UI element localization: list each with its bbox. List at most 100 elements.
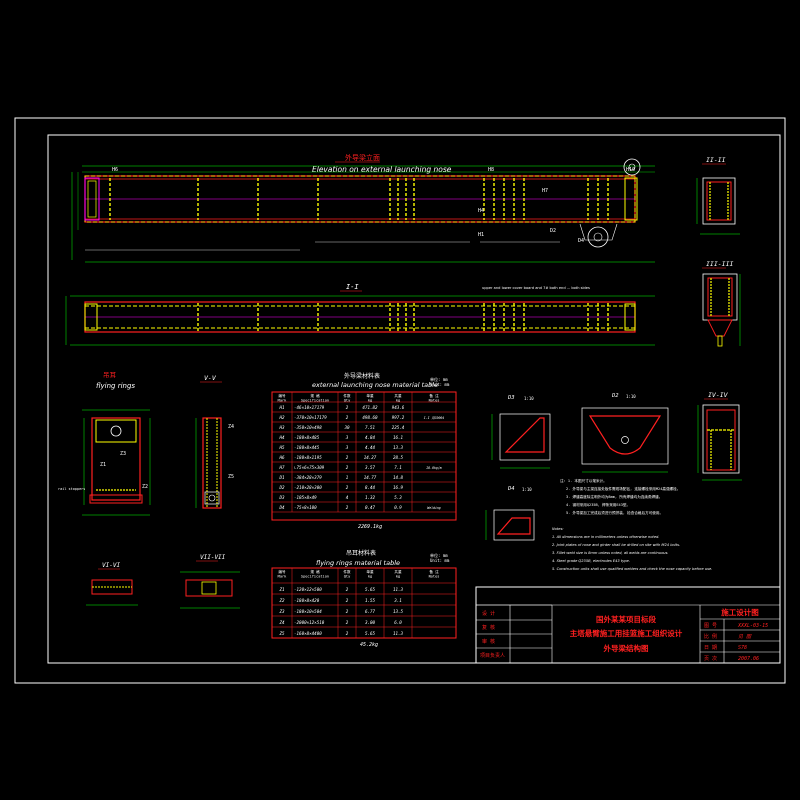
- table2-cell: 2: [346, 620, 349, 625]
- table1-header: Notes: [429, 399, 440, 403]
- elevation-title-en: Elevation on external launching nose: [312, 165, 452, 174]
- table1-header: 规 格: [310, 393, 320, 398]
- table1-cell: 16.1: [393, 435, 403, 440]
- table1-header: 件数: [343, 393, 351, 398]
- svg-text:吊耳: 吊耳: [103, 371, 117, 379]
- table2-header: 备 注: [429, 569, 439, 574]
- table1-header: 单重: [366, 393, 374, 398]
- table2-cell: 2: [346, 631, 349, 636]
- detail-d4: D4 1:10: [485, 486, 535, 541]
- svg-text:Unit: mm: Unit: mm: [430, 558, 450, 563]
- table1-cell: H6: [278, 455, 285, 460]
- svg-text:3. 焊缝高度除注明外均为8mm, 所有焊缝均为连续角焊缝。: 3. 焊缝高度除注明外均为8mm, 所有焊缝均为连续角焊缝。: [566, 494, 662, 499]
- svg-text:比 例: 比 例: [704, 633, 717, 640]
- design-stage: 施工设计图: [721, 607, 759, 617]
- table1-cell: 14.27: [364, 455, 377, 460]
- table1-header: 共重: [394, 393, 402, 398]
- svg-text:III-III: III-III: [706, 260, 733, 268]
- table2-cell: 6.0: [394, 620, 402, 625]
- section-vii: VII-VII: [180, 554, 240, 609]
- title-block: 设 计 复 核 审 核 项目负责人 国外某某项目标段 主塔悬臂施工用挂篮施工组织…: [475, 586, 781, 664]
- table1-cell: H1: [278, 405, 284, 410]
- svg-text:5. Construction units shall us: 5. Construction units shall use qualifie…: [552, 567, 712, 571]
- table1-cell: 225.4: [392, 425, 405, 430]
- table1-cell: 2: [346, 505, 349, 510]
- table1-cell: 0.9: [394, 505, 402, 510]
- table2-cell: Z2: [278, 598, 285, 603]
- table1-cell: 3: [345, 445, 349, 450]
- svg-text:审 核: 审 核: [482, 638, 495, 645]
- notes-block: 注: 1. 本图尺寸以毫米计。 2. 外导梁与主梁连接处板件需现场配钻, 连接螺…: [552, 478, 712, 571]
- table2-cell: -120×12×500: [294, 587, 322, 592]
- svg-text:图 号: 图 号: [704, 623, 717, 629]
- svg-text:Notes:: Notes:: [552, 527, 564, 531]
- table2-cell: Z5: [278, 631, 285, 636]
- table1-cell: 3: [345, 435, 349, 440]
- table1-cell: 498.60: [362, 415, 378, 420]
- material-table-1: 外导梁材料表 external launching nose material …: [271, 372, 457, 530]
- table2-cell: 1.55: [365, 598, 376, 603]
- table2-cell: Z1: [278, 587, 284, 592]
- svg-text:S78: S78: [738, 645, 747, 651]
- table2-cell: -180×10×504: [294, 609, 322, 614]
- svg-text:H6: H6: [112, 167, 118, 173]
- table2-header: kg: [396, 575, 400, 579]
- table2-header: 编号: [278, 569, 286, 574]
- table1-cell: -180×8×1195: [294, 455, 322, 460]
- svg-text:见 图: 见 图: [738, 634, 752, 640]
- table2-cell: 6.77: [365, 609, 376, 614]
- project-line-2: 主塔悬臂施工用挂篮施工组织设计: [570, 628, 683, 638]
- svg-text:外导梁材料表: 外导梁材料表: [344, 372, 380, 380]
- plan-note: upper and lower cover board and 7# both …: [482, 286, 590, 290]
- table2-header: Mark: [278, 575, 287, 579]
- table1-header: kg: [368, 399, 372, 403]
- svg-text:VII-VII: VII-VII: [200, 554, 226, 561]
- table2-cell: -180×8×420: [294, 598, 320, 603]
- table2-cell: 5.65: [365, 587, 376, 592]
- table2-cell: 11.3: [393, 631, 404, 636]
- table2-cell: 2: [346, 609, 349, 614]
- svg-text:H8: H8: [488, 167, 494, 173]
- table1-cell: 3.57: [364, 465, 376, 470]
- svg-text:1. All dimensions are in milli: 1. All dimensions are in millimeters unl…: [552, 535, 659, 539]
- table1-cell: 2: [346, 405, 349, 410]
- table2-header: 共重: [394, 569, 402, 574]
- table1-cell: 8.44: [365, 485, 376, 490]
- svg-text:3. Fillet weld size is 8mm unl: 3. Fillet weld size is 8mm unless noted,…: [552, 551, 669, 555]
- table2-cell: Z3: [278, 609, 285, 614]
- table1-cell: ∟75×6×75×309: [294, 465, 325, 470]
- table1-cell: 4.44: [365, 445, 376, 450]
- svg-text:flying rings material table: flying rings material table: [316, 559, 400, 567]
- table2-header: Qty: [344, 575, 351, 579]
- table1-cell: D3: [278, 495, 285, 500]
- table1-cell: 4: [346, 495, 349, 500]
- svg-text:2269.1kg: 2269.1kg: [358, 524, 382, 530]
- svg-text:II-II: II-II: [706, 156, 726, 164]
- svg-text:H4: H4: [478, 208, 484, 214]
- outer-border: [14, 117, 786, 684]
- table1-cell: 28.6kg/m: [426, 466, 441, 470]
- svg-text:1:10: 1:10: [524, 396, 534, 401]
- section-vi: VI-VI: [86, 562, 138, 606]
- table2-cell: -2000×12×510: [294, 620, 325, 625]
- table1-cell: -370×10×17179: [294, 415, 327, 420]
- svg-text:rail stoppers: rail stoppers: [58, 487, 85, 491]
- table1-header: 备 注: [429, 393, 439, 398]
- detail-d3: D3 1:10: [491, 395, 551, 469]
- svg-text:2007.06: 2007.06: [738, 656, 759, 662]
- table1-cell: H5: [278, 445, 285, 450]
- svg-text:Z1: Z1: [100, 462, 106, 468]
- svg-text:4. 钢材采用Q235B, 焊条采用E43型。: 4. 钢材采用Q235B, 焊条采用E43型。: [566, 502, 630, 507]
- table1-cell: H4: [278, 435, 285, 440]
- table1-cell: H2: [278, 415, 285, 420]
- section-iv: IV-IV: [697, 391, 742, 481]
- svg-text:Z4: Z4: [228, 424, 234, 430]
- table1-header: Mark: [278, 399, 287, 403]
- svg-text:D3: D3: [507, 395, 515, 401]
- table1-cell: -180×8×445: [294, 445, 320, 450]
- svg-text:设 计: 设 计: [482, 610, 495, 617]
- table2-cell: -160×8×4400: [294, 631, 322, 636]
- svg-text:V-V: V-V: [204, 374, 217, 382]
- table1-cell: -210×28×300: [294, 485, 322, 490]
- svg-text:5. 外导梁加工完成后须进行预拼装, 检查合格后方可使用。: 5. 外导梁加工完成后须进行预拼装, 检查合格后方可使用。: [566, 510, 663, 515]
